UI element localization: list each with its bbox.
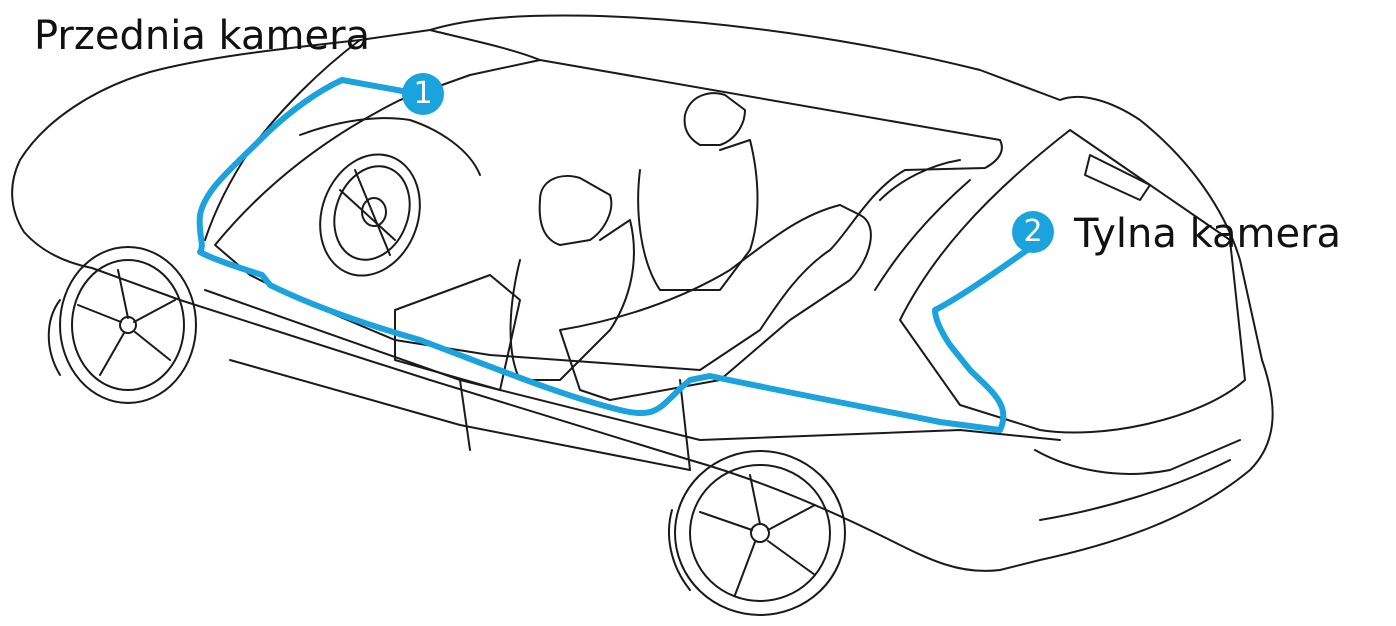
belt-line [204,289,1061,441]
rear-window [899,129,1246,434]
center-console [394,274,521,391]
front-seat-right [683,92,746,146]
car-body-outline [11,14,1274,572]
cabin-opening [214,59,1003,371]
callout-marker-1: 1 [402,73,444,115]
steering-wheel [319,153,421,277]
rear-camera-label: Tylna kamera [1074,211,1342,257]
windshield-line [204,39,361,241]
rear-wheel [668,450,846,616]
cable-route [196,77,1033,433]
rear-seat [559,204,872,401]
callout-marker-2: 2 [1012,211,1054,253]
front-seat-left [538,175,613,246]
front-camera-label: Przednia kamera [34,13,371,59]
front-wheel [47,246,197,404]
